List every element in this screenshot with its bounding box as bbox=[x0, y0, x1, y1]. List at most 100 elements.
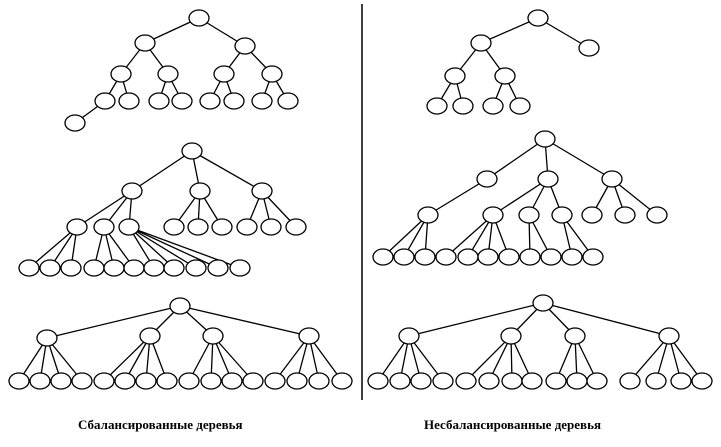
tree-node bbox=[551, 206, 573, 224]
tree-edge bbox=[76, 190, 133, 228]
tree-edge bbox=[274, 335, 310, 382]
tree-edge bbox=[46, 305, 181, 339]
tree-node bbox=[398, 327, 420, 345]
tree-node bbox=[260, 218, 282, 236]
tree-node bbox=[66, 218, 88, 236]
root-node bbox=[181, 142, 203, 160]
balanced-trees-caption: Сбалансированные деревья bbox=[78, 417, 243, 432]
tree-node bbox=[251, 92, 273, 110]
tree-edge bbox=[668, 335, 703, 382]
tree-node bbox=[646, 206, 668, 224]
unbalanced-tree-1 bbox=[426, 9, 600, 115]
tree-edge bbox=[103, 335, 151, 382]
tree-edge bbox=[465, 335, 512, 382]
tree-node bbox=[545, 372, 567, 390]
tree-node bbox=[277, 92, 299, 110]
tree-node bbox=[83, 259, 105, 277]
tree-node bbox=[581, 206, 603, 224]
tree-node bbox=[18, 259, 40, 277]
tree-node bbox=[139, 327, 161, 345]
tree-node bbox=[501, 372, 523, 390]
tree-node bbox=[482, 206, 504, 224]
root-node bbox=[532, 294, 554, 312]
tree-node bbox=[367, 372, 389, 390]
tree-edge bbox=[445, 214, 494, 258]
tree-node bbox=[200, 372, 222, 390]
tree-node bbox=[414, 248, 436, 266]
tree-edge bbox=[480, 17, 539, 44]
tree-node bbox=[564, 327, 586, 345]
tree-edge bbox=[382, 214, 429, 258]
tree-node bbox=[519, 248, 541, 266]
unbalanced-tree-2 bbox=[372, 130, 668, 266]
tree-node bbox=[426, 97, 448, 115]
tree-edge bbox=[544, 138, 613, 180]
tree-node bbox=[202, 327, 224, 345]
tree-edge bbox=[179, 305, 310, 337]
tree-edge bbox=[128, 226, 175, 269]
tree-node bbox=[457, 248, 479, 266]
tree-node bbox=[561, 248, 583, 266]
tree-node bbox=[670, 372, 692, 390]
tree-edge bbox=[131, 150, 193, 192]
tree-node bbox=[658, 327, 680, 345]
tree-node bbox=[498, 248, 520, 266]
tree-node bbox=[163, 218, 185, 236]
tree-node bbox=[286, 372, 308, 390]
tree-edge bbox=[128, 226, 197, 269]
tree-edge bbox=[408, 302, 544, 337]
tree-edge bbox=[408, 335, 444, 382]
tree-node bbox=[234, 37, 256, 55]
tree-node bbox=[482, 97, 504, 115]
tree-node bbox=[586, 372, 608, 390]
tree-edge bbox=[629, 335, 670, 382]
tree-node bbox=[455, 372, 477, 390]
tree-node bbox=[372, 248, 394, 266]
tree-node bbox=[614, 206, 636, 224]
tree-node bbox=[114, 372, 136, 390]
tree-node bbox=[103, 259, 125, 277]
tree-node bbox=[189, 182, 211, 200]
tree-edge bbox=[486, 138, 546, 180]
root-node bbox=[188, 9, 210, 27]
tree-node bbox=[619, 372, 641, 390]
tree-node bbox=[143, 259, 165, 277]
tree-node bbox=[178, 372, 200, 390]
tree-node bbox=[123, 259, 145, 277]
tree-node bbox=[8, 372, 30, 390]
tree-node bbox=[121, 182, 143, 200]
tree-node bbox=[60, 259, 82, 277]
tree-node bbox=[93, 218, 115, 236]
tree-node bbox=[331, 372, 353, 390]
tree-node bbox=[50, 372, 72, 390]
tree-node bbox=[261, 65, 283, 83]
tree-node bbox=[187, 218, 209, 236]
tree-node bbox=[582, 248, 604, 266]
tree-edge bbox=[128, 226, 219, 269]
tree-node bbox=[444, 67, 466, 85]
tree-node bbox=[432, 372, 454, 390]
tree-node bbox=[199, 92, 221, 110]
tree-node bbox=[477, 248, 499, 266]
tree-node bbox=[163, 259, 185, 277]
tree-node bbox=[242, 372, 264, 390]
tree-node bbox=[135, 372, 157, 390]
tree-node bbox=[148, 92, 170, 110]
tree-node bbox=[285, 218, 307, 236]
tree-node bbox=[645, 372, 667, 390]
tree-edge bbox=[308, 335, 343, 382]
tree-node bbox=[521, 372, 543, 390]
tree-node bbox=[537, 170, 559, 188]
tree-node bbox=[566, 372, 588, 390]
balanced-tree-1 bbox=[64, 9, 299, 132]
tree-node bbox=[39, 259, 61, 277]
tree-node bbox=[93, 372, 115, 390]
root-node bbox=[527, 9, 549, 27]
root-node bbox=[534, 130, 556, 148]
tree-node bbox=[94, 92, 116, 110]
tree-node bbox=[110, 65, 132, 83]
tree-node bbox=[171, 92, 193, 110]
tree-node bbox=[389, 372, 411, 390]
